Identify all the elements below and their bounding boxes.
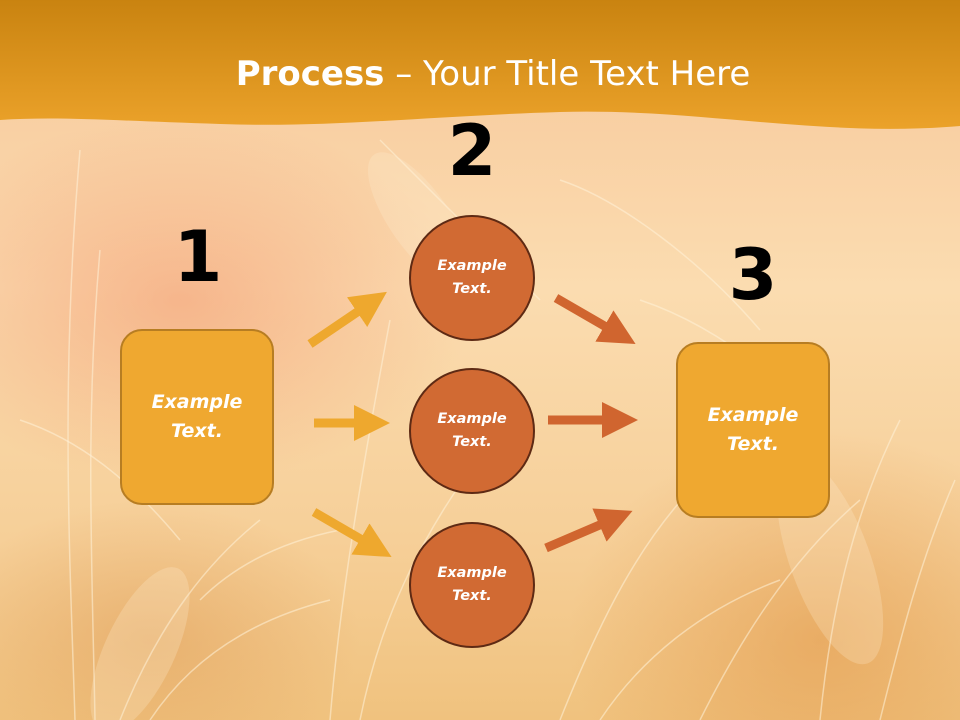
circle-1-text: Example Text. (437, 258, 507, 297)
circle-1: Example Text. (409, 215, 535, 341)
circle-3-text: Example Text. (437, 565, 507, 604)
title-rest: – Your Title Text Here (384, 54, 751, 94)
header-band (0, 0, 960, 129)
left-box: Example Text. (120, 329, 274, 505)
right-box: Example Text. (676, 342, 830, 518)
circle-3: Example Text. (409, 522, 535, 648)
right-box-text: Example Text. (707, 404, 799, 455)
step-number-2: 2 (447, 110, 497, 192)
arrow-circle3-to-box3 (544, 508, 633, 553)
arrow-circle1-to-box3 (553, 294, 636, 345)
left-box-text: Example Text. (151, 391, 243, 442)
circle-2-text: Example Text. (437, 411, 507, 450)
title-strong: Process (235, 54, 385, 94)
step-number-3: 3 (728, 234, 778, 316)
slide-title: Process – Your Title Text Here (0, 52, 960, 96)
arrow-box1-to-circle3 (311, 508, 392, 558)
step-number-1: 1 (173, 216, 223, 298)
arrow-box1-to-circle1 (307, 291, 387, 348)
circle-2: Example Text. (409, 368, 535, 494)
